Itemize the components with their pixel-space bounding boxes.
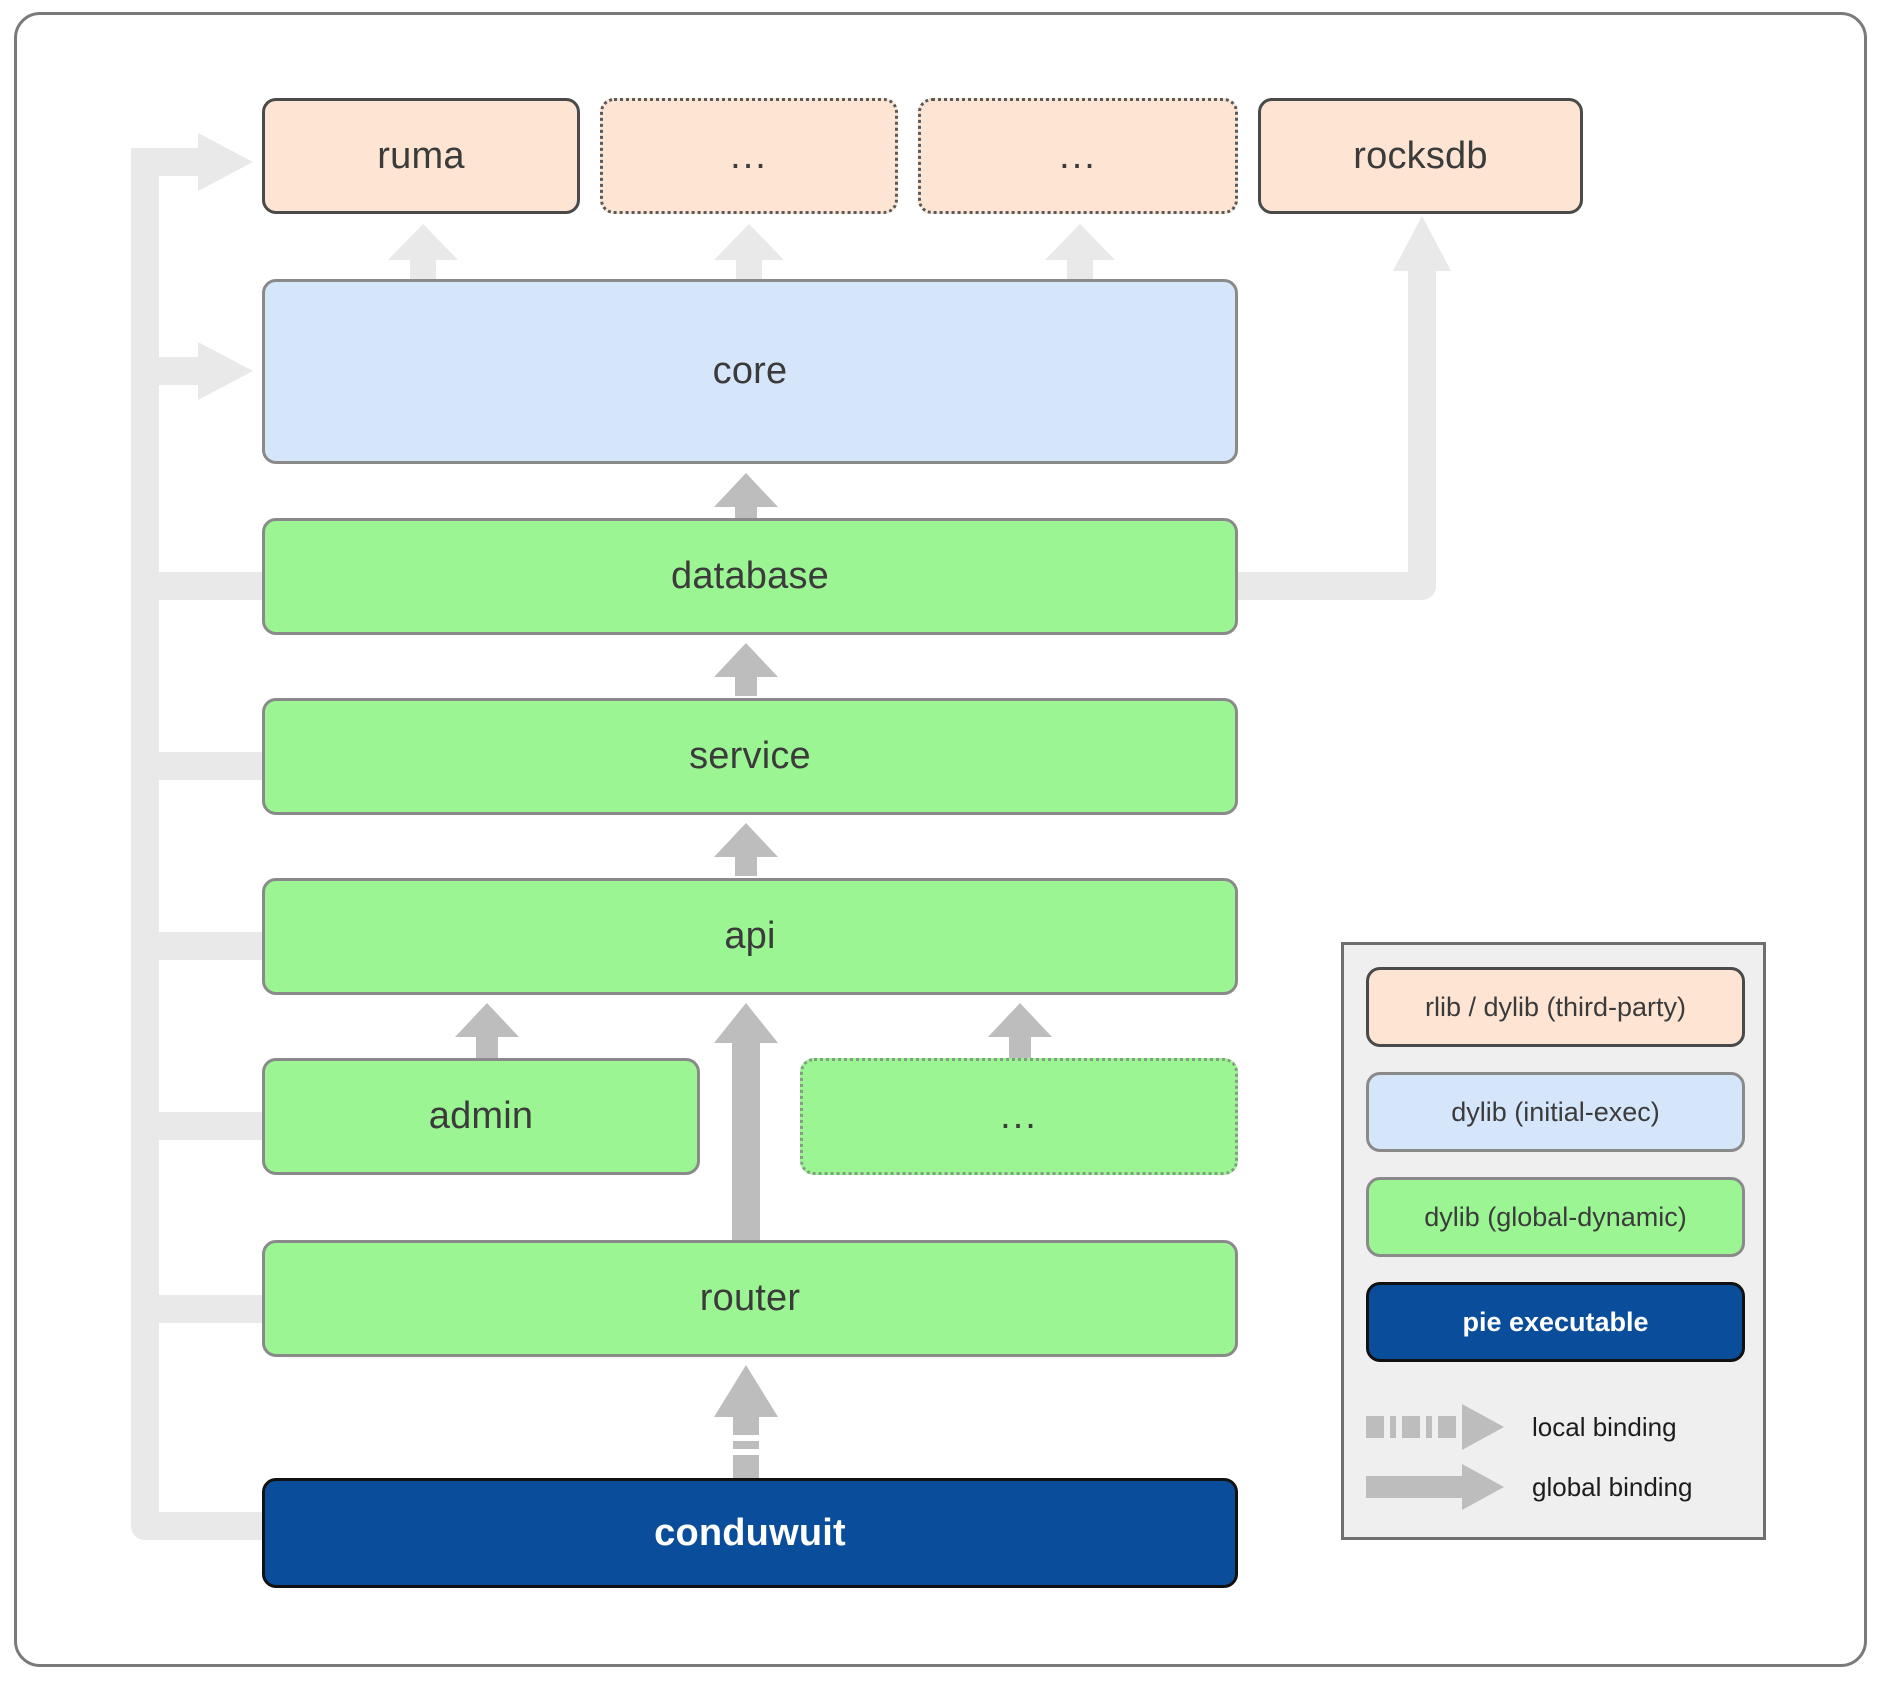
node-router-label: router [699, 1277, 801, 1319]
bus-branch-admin [159, 1112, 269, 1140]
arrow-admin-to-api [455, 1003, 519, 1060]
bus-arrowhead-ruma [198, 133, 253, 191]
legend-item-global-dynamic: dylib (global-dynamic) [1366, 1177, 1745, 1257]
node-ruma-label: ruma [377, 134, 465, 177]
node-plugin-more[interactable]: ... [800, 1058, 1238, 1175]
arrow-core-to-ruma [388, 224, 458, 286]
arrow-router-to-api [714, 1003, 778, 1242]
bus-branch-ruma [131, 148, 206, 176]
bus-branch-router [159, 1295, 269, 1323]
bus-arrowhead-core [198, 342, 253, 400]
node-service-label: service [689, 735, 811, 777]
legend-item-global-dynamic-label: dylib (global-dynamic) [1424, 1201, 1687, 1232]
legend-binding-local: local binding [1366, 1397, 1745, 1457]
node-third-b-label: ... [1059, 134, 1097, 177]
legend-item-third-party-label: rlib / dylib (third-party) [1424, 991, 1687, 1022]
legend-item-initial-exec: dylib (initial-exec) [1366, 1072, 1745, 1152]
bus-branch-api [159, 932, 269, 960]
legend-item-pie-executable: pie executable [1366, 1282, 1745, 1362]
bus-branch-database [159, 572, 269, 600]
bus-branch-service [159, 752, 269, 780]
arrow-database-to-core [714, 473, 778, 521]
node-database-label: database [671, 555, 829, 597]
global-binding-arrow-icon [1366, 1464, 1506, 1510]
arrow-conduwuit-to-router [714, 1365, 778, 1480]
legend-item-pie-executable-label: pie executable [1462, 1306, 1649, 1337]
node-third-b[interactable]: ... [918, 98, 1238, 214]
arrow-api-to-service [714, 823, 778, 876]
node-router[interactable]: router [262, 1240, 1238, 1357]
arrow-service-to-database [714, 643, 778, 696]
node-conduwuit[interactable]: conduwuit [262, 1478, 1238, 1588]
route-arrowhead-rocksdb [1393, 216, 1451, 271]
node-admin[interactable]: admin [262, 1058, 700, 1175]
node-api-label: api [724, 915, 776, 957]
node-third-a[interactable]: ... [600, 98, 898, 214]
local-binding-arrow-icon [1366, 1404, 1506, 1450]
legend-panel: rlib / dylib (third-party) dylib (initia… [1341, 942, 1766, 1540]
node-rocksdb[interactable]: rocksdb [1258, 98, 1583, 214]
node-api[interactable]: api [262, 878, 1238, 995]
node-ruma[interactable]: ruma [262, 98, 580, 214]
route-database-rocksdb-vertical [1408, 268, 1436, 588]
node-database[interactable]: database [262, 518, 1238, 635]
node-third-a-label: ... [730, 134, 768, 177]
node-core-label: core [712, 350, 788, 392]
bus-branch-conduwuit [131, 1512, 269, 1540]
legend-item-initial-exec-label: dylib (initial-exec) [1451, 1096, 1660, 1127]
arrow-plugin-more-to-api [988, 1003, 1052, 1060]
node-core[interactable]: core [262, 279, 1238, 464]
node-plugin-more-label: ... [1000, 1095, 1038, 1137]
route-database-rocksdb-horizontal [1238, 572, 1436, 600]
legend-binding-global: global binding [1366, 1457, 1745, 1517]
bus-trunk [131, 148, 159, 1540]
node-conduwuit-label: conduwuit [654, 1511, 846, 1554]
legend-binding-local-label: local binding [1532, 1411, 1677, 1442]
node-admin-label: admin [428, 1095, 534, 1137]
arrow-core-to-third-b [1045, 224, 1115, 286]
node-service[interactable]: service [262, 698, 1238, 815]
arrow-core-to-third-a [714, 224, 784, 286]
legend-item-third-party: rlib / dylib (third-party) [1366, 967, 1745, 1047]
legend-binding-global-label: global binding [1532, 1471, 1693, 1502]
node-rocksdb-label: rocksdb [1353, 134, 1488, 177]
